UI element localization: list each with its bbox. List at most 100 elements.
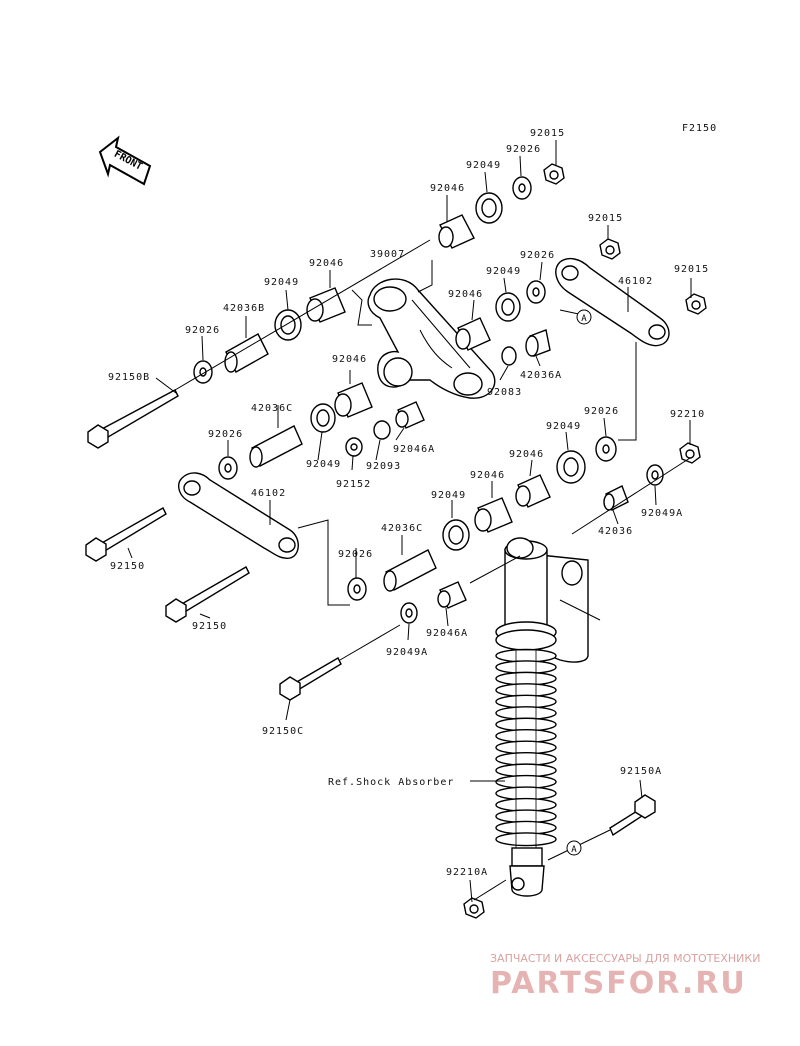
- label-92150b: 92150B: [108, 372, 150, 383]
- collar-42036c-upper: [249, 425, 303, 468]
- spring-coil: [495, 763, 557, 778]
- spring-coil: [495, 694, 557, 709]
- label-92026-right: 92026: [584, 406, 619, 417]
- label-92015-mid: 92015: [588, 213, 623, 224]
- spring-coil: [495, 729, 557, 744]
- label-92150-lower: 92150: [192, 621, 227, 632]
- spring-coil: [495, 740, 557, 755]
- bearing-92046-c: [455, 317, 491, 351]
- washer-92026-top: [512, 176, 532, 200]
- label-92152: 92152: [336, 479, 371, 490]
- seal-92049-right: [556, 450, 586, 484]
- bolt-92150a: [609, 794, 656, 837]
- label-42036b: 42036B: [223, 303, 265, 314]
- bearing-92046-e: [515, 474, 551, 508]
- spring-coil: [495, 671, 557, 686]
- label-92049-right: 92049: [546, 421, 581, 432]
- seal-92049-left: [274, 309, 302, 341]
- spring-coil: [495, 786, 557, 801]
- label-46102-lower: 46102: [251, 488, 286, 499]
- spring-coil: [495, 797, 557, 812]
- nut-92210: [679, 442, 701, 464]
- bearing-92046-f: [474, 497, 513, 533]
- callout-a-lower-label: A: [571, 845, 577, 855]
- part-labels: 92015 92026 92049 92046 39007 92015 9202…: [108, 128, 709, 878]
- label-92049a-right: 92049A: [641, 508, 683, 519]
- collar-42036: [603, 485, 629, 511]
- label-92210a: 92210A: [446, 867, 488, 878]
- label-92049a-left: 92049A: [386, 647, 428, 658]
- shock-absorber: [495, 537, 589, 897]
- washer-92026-right: [595, 436, 617, 462]
- label-92046-center: 92046: [332, 354, 367, 365]
- label-92083: 92083: [487, 387, 522, 398]
- washer-92026-lower-left: [218, 456, 238, 480]
- spring-coil: [495, 751, 557, 766]
- nut-92015-mid: [599, 238, 621, 260]
- label-39007: 39007: [370, 249, 405, 260]
- washer-92026-mid: [526, 280, 546, 304]
- seal-92049-lower: [442, 519, 470, 551]
- spring-coil: [495, 717, 557, 732]
- washer-92026-bottom: [347, 577, 367, 601]
- callout-a-lower: A: [566, 840, 582, 856]
- collar-42036b: [224, 333, 269, 373]
- bolt-92150c: [279, 657, 342, 701]
- bearing-92046-d: [334, 382, 373, 418]
- spring-coil: [495, 660, 557, 675]
- label-92150-upper: 92150: [110, 561, 145, 572]
- seal-92093: [373, 420, 391, 440]
- label-92046-lower: 92046: [470, 470, 505, 481]
- callout-a-upper-label: A: [581, 314, 587, 324]
- ref-shock-absorber-label: Ref.Shock Absorber: [328, 777, 454, 788]
- spring-coil: [495, 648, 557, 663]
- leader-lines: [127, 140, 692, 903]
- seal-92049a-right: [646, 464, 664, 486]
- label-92046-right: 92046: [509, 449, 544, 460]
- seal-92049-lower-left: [310, 403, 336, 433]
- tie-rod-46102-lower: [178, 472, 299, 560]
- label-92026-lower-left: 92026: [208, 429, 243, 440]
- callout-a-upper: A: [576, 309, 592, 325]
- label-92026-left: 92026: [185, 325, 220, 336]
- watermark: ЗАПЧАСТИ И АКСЕССУАРЫ ДЛЯ МОТОТЕХНИКИ PA…: [490, 952, 760, 1001]
- nut-92015-top: [543, 163, 565, 185]
- nut-92210a: [463, 897, 485, 919]
- tie-rod-46102-upper: [555, 257, 670, 347]
- label-92026-top: 92026: [506, 144, 541, 155]
- label-92015-right: 92015: [674, 264, 709, 275]
- label-92046a-top: 92046A: [393, 444, 435, 455]
- label-42036c-lower: 42036C: [381, 523, 423, 534]
- spring-coil: [495, 832, 557, 847]
- label-92049-top: 92049: [466, 160, 501, 171]
- label-92046-mid: 92046: [448, 289, 483, 300]
- spring-coil: [495, 683, 557, 698]
- seal-92049a-left: [400, 602, 418, 624]
- seal-92049-top: [475, 192, 503, 224]
- linkage-arm-39007: [367, 278, 496, 399]
- spring-coil: [495, 809, 557, 824]
- bolt-92150-upper: [85, 507, 167, 562]
- label-92210: 92210: [670, 409, 705, 420]
- seal-92049-mid: [495, 292, 521, 322]
- label-92049-mid: 92049: [486, 266, 521, 277]
- label-92150c: 92150C: [262, 726, 304, 737]
- nut-92015-right: [685, 293, 707, 315]
- washer-92026-left: [193, 360, 213, 384]
- label-42036a: 42036A: [520, 370, 562, 381]
- label-92046a-bottom: 92046A: [426, 628, 468, 639]
- bearing-92046a-top: [395, 401, 425, 429]
- label-42036: 42036: [598, 526, 633, 537]
- bolt-92150b: [87, 389, 179, 449]
- collar-42036a: [525, 329, 551, 357]
- label-92049-lower-left: 92049: [306, 459, 341, 470]
- watermark-tagline: ЗАПЧАСТИ И АКСЕССУАРЫ ДЛЯ МОТОТЕХНИКИ: [490, 952, 760, 965]
- label-92049-lower: 92049: [431, 490, 466, 501]
- label-92026-bottom: 92026: [338, 549, 373, 560]
- label-42036c-upper: 42036C: [251, 403, 293, 414]
- label-92049-left: 92049: [264, 277, 299, 288]
- washer-92152: [345, 437, 363, 457]
- collar-42036c-lower: [383, 549, 437, 592]
- spring-coil: [495, 706, 557, 721]
- label-92046-top: 92046: [430, 183, 465, 194]
